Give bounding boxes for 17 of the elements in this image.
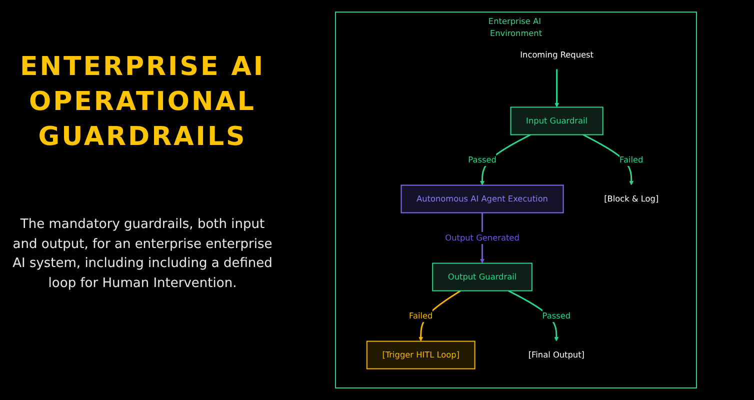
edge-label: Passed	[542, 310, 571, 321]
edge-label: Failed	[620, 154, 644, 165]
node-box: [Trigger HITL Loop]	[366, 340, 476, 370]
arrow	[418, 290, 461, 342]
edge-label: Passed	[468, 154, 496, 165]
node-box: Autonomous AI Agent Execution	[400, 184, 564, 214]
heading: ENTERPRISE AI OPERATIONAL GUARDRAILS	[18, 51, 266, 154]
node-text: [Final Output]	[528, 350, 584, 360]
edge-label: Failed	[409, 310, 433, 321]
arrow	[582, 134, 634, 186]
node-box: Input Guardrail	[510, 106, 604, 136]
edge-label: Output Generated	[445, 232, 520, 243]
node-text: Incoming Request	[520, 50, 594, 60]
node-box: Output Guardrail	[432, 262, 532, 292]
arrow	[554, 68, 560, 108]
node-text: [Block & Log]	[604, 194, 659, 204]
description-text: The mandatory guardrails, both input and output, for an enterprise enterprise AI system, including including a defined loop for Human Intervention.	[12, 216, 274, 293]
